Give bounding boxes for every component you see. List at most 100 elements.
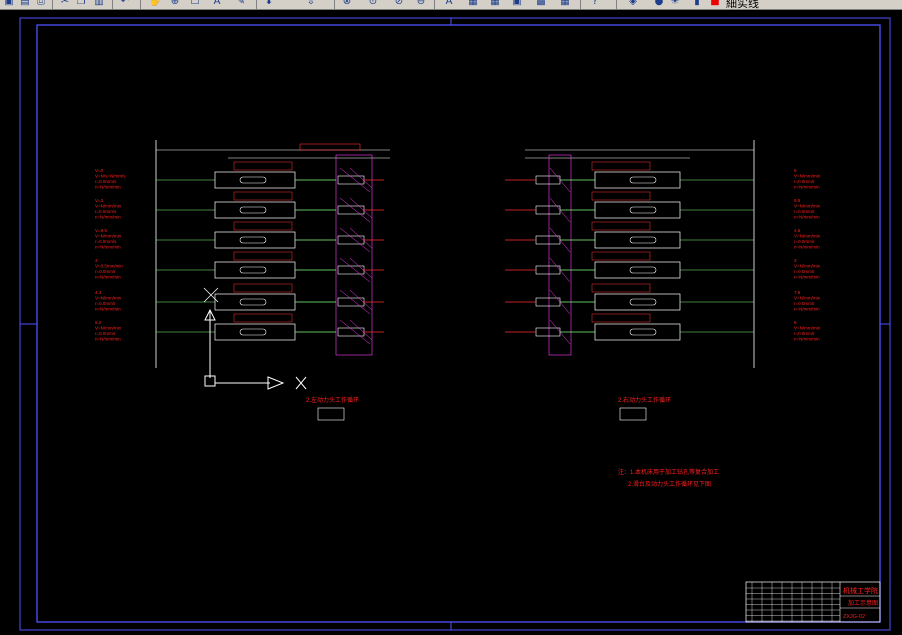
spindle-housing (214, 231, 296, 249)
parameter-label: 4.6 (794, 228, 801, 233)
tool-holder (535, 327, 561, 337)
lock-icon[interactable]: ▮ (694, 0, 700, 7)
plot-icon[interactable]: ▩ (536, 0, 546, 7)
hatch-line (339, 319, 371, 345)
title-code: ZXJG-02 (843, 614, 865, 620)
parameter-label: V=8.5 (95, 228, 107, 233)
parameter-label: n=N/mm/min (794, 245, 820, 250)
title-drawing-name: 加工示意图 (848, 599, 878, 607)
copy-icon[interactable]: ❐ (76, 0, 86, 7)
match-icon[interactable]: ✎ (236, 0, 246, 7)
hatch-line (349, 319, 373, 341)
parameter-label: r=0.0mm/r (794, 331, 815, 336)
spindle-slot (629, 206, 657, 214)
zoom-icon[interactable]: ⊕ (170, 0, 180, 7)
tool-label-box (233, 161, 293, 171)
parameter-label: n=N/mm/min (95, 275, 121, 280)
paste-icon[interactable]: ▥ (94, 0, 104, 7)
text-style-icon[interactable]: A (445, 0, 453, 7)
zoom-extents-icon[interactable]: ⊖ (416, 0, 426, 7)
hatch-line (339, 289, 371, 315)
parameter-label: r=0.0mm/r (794, 209, 815, 214)
hatch-line (339, 167, 371, 193)
spindle-slot (629, 328, 657, 336)
spindle-housing (214, 171, 296, 189)
table-icon[interactable]: ▦ (490, 0, 500, 7)
spindle-slot (239, 206, 267, 214)
parameter-label: n=N/mm/min (794, 215, 820, 220)
layer-icon[interactable]: ◈ (629, 0, 637, 7)
tool-label-box (233, 191, 293, 201)
spindle-housing (594, 201, 681, 219)
pan-icon[interactable]: ✋ (148, 0, 162, 7)
hatch-line (549, 197, 571, 223)
tool-label-box (591, 283, 651, 293)
spindle-slot (239, 266, 267, 274)
layer-dropdown[interactable]: 細实线 (726, 0, 759, 10)
spindle-housing (594, 231, 681, 249)
tool-holder (535, 175, 561, 185)
open-icon[interactable]: ▤ (20, 0, 30, 7)
parameter-label: n=N/mm/min (95, 215, 121, 220)
parameter-label: r=0.0mm/s (95, 239, 117, 244)
lightbulb-icon[interactable]: ● (654, 0, 664, 7)
right-machining-layout (505, 140, 755, 368)
block-icon[interactable]: ▣ (512, 0, 522, 7)
spindle-housing (214, 323, 296, 341)
parameter-label: V=N/mm/min (794, 296, 821, 301)
tool-label-box (233, 221, 293, 231)
parameter-label: V=N/mm/min (794, 174, 821, 179)
title-block-grid (746, 582, 840, 622)
parameter-label: 6 (794, 320, 797, 325)
caption-left-symbol (317, 407, 345, 421)
text-style-icon[interactable]: Ā (213, 0, 221, 7)
save-icon[interactable]: ▣ (4, 0, 14, 7)
zoom-previous-icon[interactable]: ⊘ (394, 0, 404, 7)
parameter-label: n=N/mm/min (95, 307, 121, 312)
tool-holder (535, 205, 561, 215)
parameter-label: n=N/mm/min (794, 337, 820, 342)
help-icon[interactable]: ? (592, 0, 598, 7)
cut-icon[interactable]: ✂ (60, 0, 70, 7)
parameter-label: 3 (794, 258, 797, 263)
dimstyle-icon[interactable]: ▦ (468, 0, 478, 7)
hatch-line (549, 319, 571, 345)
color-icon[interactable]: ■ (710, 0, 720, 7)
parameter-label: r=0.0mm/r (794, 269, 815, 274)
parameter-label: r=0.0mm/r (794, 301, 815, 306)
undo-icon[interactable]: ↶ (120, 0, 130, 7)
spindle-housing (214, 261, 296, 279)
arrow-icon[interactable]: ⇩ (306, 0, 316, 7)
hatch-line (549, 257, 571, 283)
parameter-label: r=0.0mm/r (95, 331, 116, 336)
spindle-slot (239, 176, 267, 184)
zoom-window-icon[interactable]: ⊙ (368, 0, 378, 7)
parameter-label: 5 (794, 168, 797, 173)
hatch-line (339, 257, 371, 283)
parameter-label: V=N/mm/min (794, 326, 821, 331)
properties-icon[interactable]: ☐ (190, 0, 200, 7)
print-icon[interactable]: ⎙ (37, 0, 45, 7)
parameter-label: V=N/mm/min (794, 234, 821, 239)
toolbar-separator (140, 0, 141, 9)
standard-toolbar: ▣ ▤ ⎙ ✂ ❐ ▥ ↶ ✋ ⊕ ☐ Ā ✎ ⬇ ⇩ ⊗ ⊙ ⊘ ⊖ A ▦ … (0, 0, 902, 10)
drawing-canvas[interactable]: 2.左动力头工作循环 2.右动力头工作循环 注：1.本机床用于加工钻孔等复合加工… (0, 10, 902, 631)
hatch-line (549, 289, 571, 315)
tool-label-box (591, 313, 651, 323)
left-machining-layout (155, 140, 390, 368)
caption-right-symbol (619, 407, 647, 421)
parameter-label: V=N/mm/min (95, 296, 122, 301)
parameter-label: 5.5 (794, 198, 801, 203)
parameter-label: r=0.0mm/r (95, 301, 116, 306)
grid-icon[interactable]: ▦ (560, 0, 570, 7)
zoom-realtime-icon[interactable]: ⊗ (342, 0, 352, 7)
ucs-icon (204, 308, 307, 390)
tool-label-box (591, 251, 651, 261)
spindle-housing (214, 201, 296, 219)
arrow-down-icon[interactable]: ⬇ (264, 0, 274, 7)
hatch-line (349, 227, 373, 249)
crosshair-cursor (203, 287, 219, 303)
hatch-line (349, 257, 373, 279)
caption-right: 2.右动力头工作循环 (618, 396, 671, 404)
sun-icon[interactable]: ☀ (670, 0, 680, 7)
